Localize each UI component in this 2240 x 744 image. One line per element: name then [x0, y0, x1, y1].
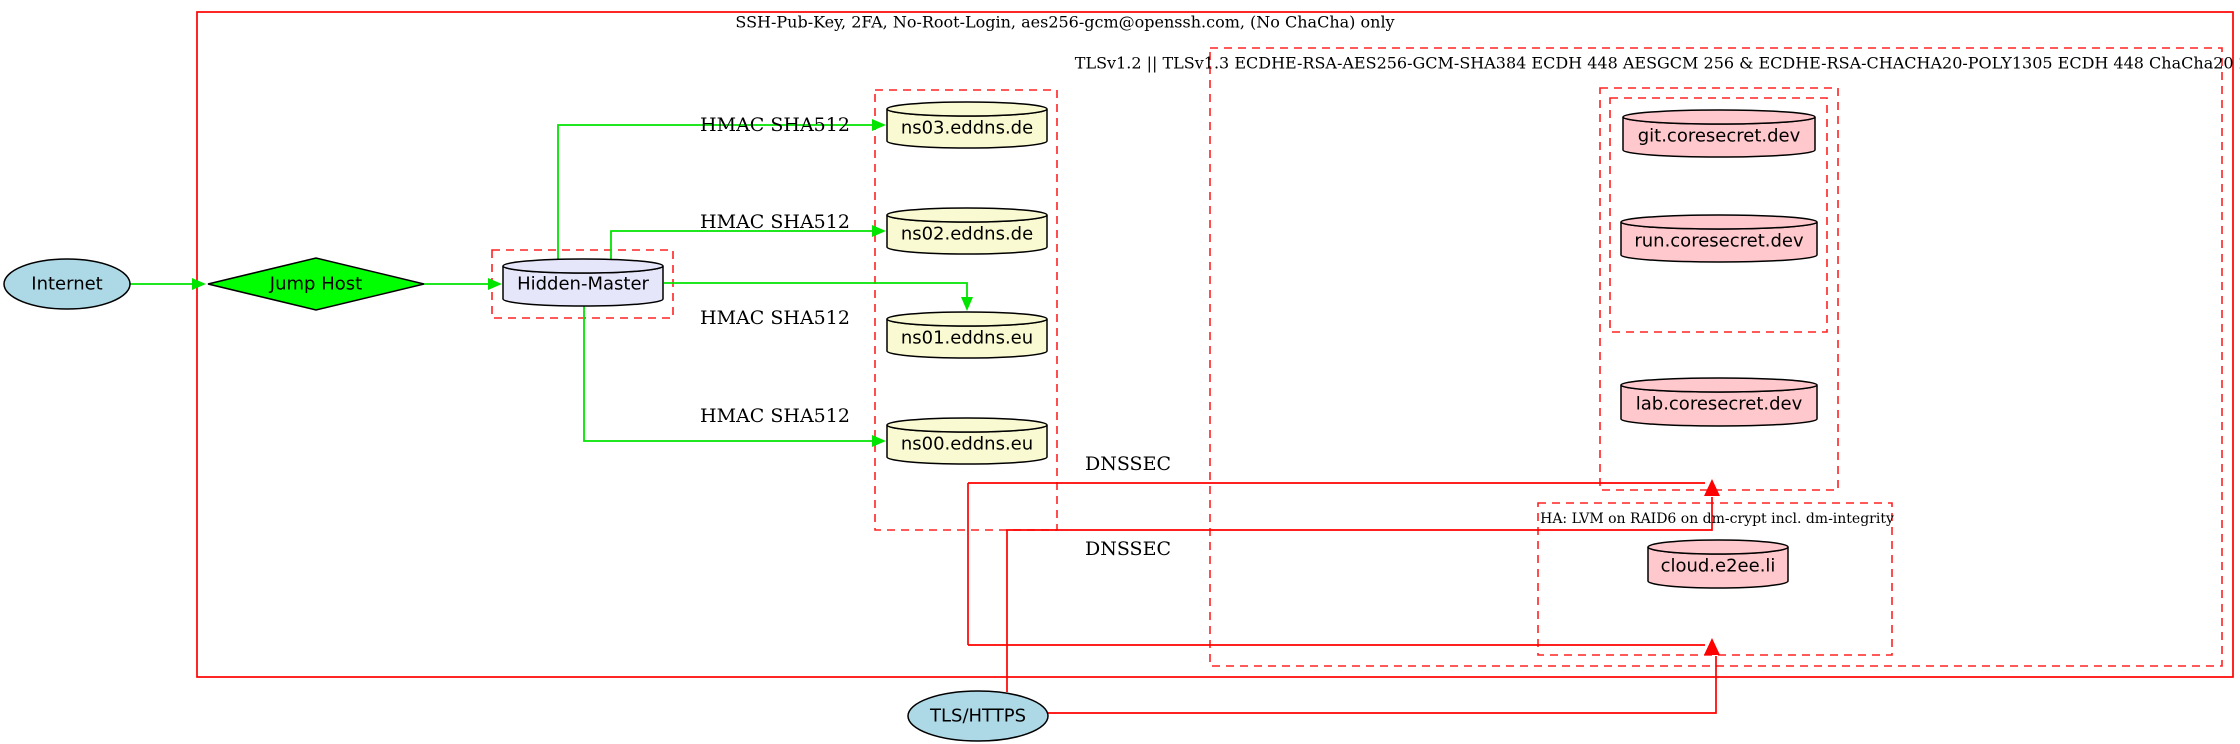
red-edge-group [967, 482, 1717, 714]
ns03-top [886, 101, 1048, 117]
cloud-top [1647, 539, 1789, 555]
hmac-label-ns03: HMAC SHA512 [700, 114, 850, 136]
hidden-master-top [502, 258, 664, 274]
hmac-label-ns00: HMAC SHA512 [700, 405, 850, 427]
jump-host-label: Jump Host [269, 273, 363, 295]
coresecret-cluster-box [1599, 87, 1839, 491]
ns00-label: ns00.eddns.eu [900, 433, 1034, 455]
arrowhead-into-coresecret [1704, 479, 1720, 496]
ns00-top [886, 417, 1048, 433]
ns00-node [886, 417, 1048, 465]
coresecret-inner-cluster-box [1609, 97, 1828, 333]
internet-label: Internet [31, 273, 103, 295]
ns03-node [886, 101, 1048, 149]
lab-label: lab.coresecret.dev [1635, 393, 1803, 415]
ssh-policy-label: SSH-Pub-Key, 2FA, No-Root-Login, aes256-… [735, 12, 1395, 32]
green-arrowheads [192, 119, 973, 447]
run-top [1620, 214, 1818, 230]
ns03-label: ns03.eddns.de [900, 117, 1034, 139]
internet-node [3, 258, 131, 310]
ns02-top [886, 207, 1048, 223]
edge-master-ns02 [610, 230, 873, 262]
lab-top [1620, 377, 1818, 393]
ssh-policy-cluster-box [196, 11, 2234, 678]
cloud-node [1647, 539, 1789, 589]
ns01-label: ns01.eddns.eu [900, 327, 1034, 349]
tls-policy-label: TLSv1.2 || TLSv1.3 ECDHE-RSA-AES256-GCM-… [1074, 53, 2240, 73]
edge-master-ns00 [583, 304, 873, 442]
dnssec-label-lower: DNSSEC [1085, 538, 1171, 560]
arrowhead-into-ns00 [872, 435, 886, 447]
ha-policy-label: HA: LVM on RAID6 on dm-crypt incl. dm-in… [1540, 511, 1894, 527]
arrowhead-into-jumphost [192, 278, 206, 290]
tls-https-label: TLS/HTTPS [929, 705, 1027, 727]
cloud-label: cloud.e2ee.li [1660, 555, 1776, 577]
git-label: git.coresecret.dev [1637, 125, 1801, 147]
git-node [1622, 109, 1816, 158]
dnssec-label-upper: DNSSEC [1085, 453, 1171, 475]
hmac-label-ns01: HMAC SHA512 [700, 307, 850, 329]
dns-cluster-box [874, 89, 1058, 531]
tls-edge-to-ha [1048, 656, 1717, 714]
lab-node [1620, 377, 1818, 427]
arrowhead-into-ns02 [872, 225, 886, 237]
jump-host-node [207, 257, 425, 311]
tls-https-node [907, 690, 1049, 742]
edge-master-ns01 [664, 282, 968, 298]
ns02-label: ns02.eddns.de [900, 223, 1034, 245]
arrowhead-into-ns01 [961, 297, 973, 311]
hmac-label-ns02: HMAC SHA512 [700, 211, 850, 233]
arrowhead-into-master [488, 278, 502, 290]
tls-edge-to-coresecret [1006, 497, 1713, 692]
edge-master-ns03 [557, 124, 873, 262]
hidden-master-node [502, 258, 664, 307]
ns02-node [886, 207, 1048, 255]
arrowhead-into-ns03 [872, 119, 886, 131]
run-label: run.coresecret.dev [1634, 230, 1804, 252]
git-top [1622, 109, 1816, 125]
hidden-master-label: Hidden-Master [517, 273, 649, 295]
ns01-node [886, 311, 1048, 359]
arrowhead-into-ha [1704, 638, 1720, 655]
green-edge-group [129, 124, 968, 442]
ns01-top [886, 311, 1048, 327]
run-node [1620, 214, 1818, 263]
